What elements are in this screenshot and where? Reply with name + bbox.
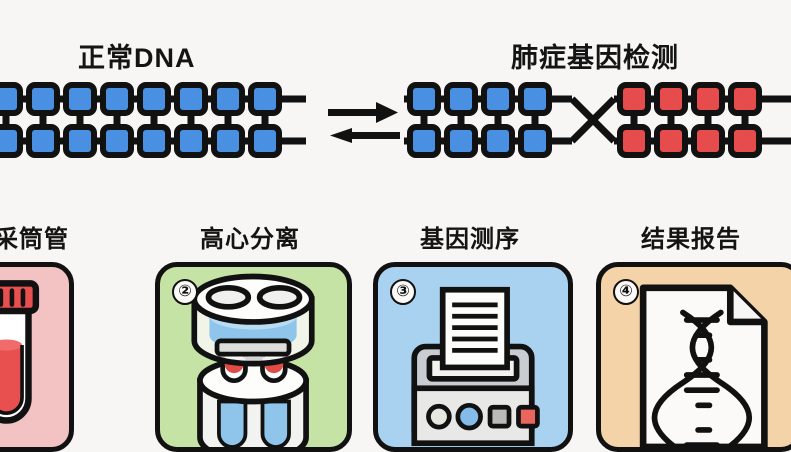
mutant-dna-title: 肺症基因检测	[511, 43, 679, 73]
step-2-number-badge: ②	[172, 279, 198, 305]
step-card-sequencer[interactable]: ③	[373, 262, 573, 452]
step-4-label: 结果报告	[641, 226, 741, 253]
sequencer-machine-icon	[411, 286, 540, 447]
step-card-blood-tube[interactable]	[0, 262, 74, 452]
step-card-centrifuge[interactable]: ②	[155, 262, 352, 452]
normal-dna-strand	[0, 82, 306, 158]
step-2-label: 高心分离	[200, 226, 300, 253]
step-card-report[interactable]: ④	[596, 262, 791, 452]
normal-dna-title: 正常DNA	[78, 43, 196, 73]
step-3-number-badge: ③	[390, 279, 416, 305]
mutant-dna-strand	[404, 82, 791, 158]
step-3-label: 基因测序	[420, 226, 520, 253]
step-1-label: 采筒管	[0, 226, 69, 253]
blood-collection-tube-icon	[0, 280, 40, 424]
report-document-dna-icon	[639, 284, 768, 447]
equilibrium-arrows-icon	[328, 102, 400, 143]
step-4-number-badge: ④	[613, 279, 639, 305]
